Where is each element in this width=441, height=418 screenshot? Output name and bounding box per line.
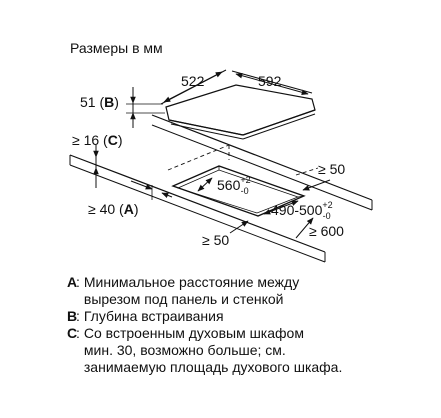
- dim-16-label: ≥ 16 (C): [72, 132, 123, 148]
- dim-560-arrow: [197, 177, 213, 192]
- dim-522-label: 522: [181, 73, 205, 89]
- legend-item-a: A: Минимальное расстояние между вырезом …: [67, 274, 437, 308]
- legend-key-b: B: [67, 308, 78, 324]
- legend-item-b: B: Глубина встраивания: [67, 308, 437, 325]
- dim-51-label: 51 (B): [80, 94, 119, 110]
- dim-bottom-gap-arrow: [229, 220, 249, 234]
- dim-490-label: 490-500+2-0: [271, 200, 333, 221]
- legend-colon: :: [76, 325, 80, 341]
- dim-592-label: 592: [258, 73, 282, 89]
- dim-600-label: ≥ 600: [309, 223, 344, 239]
- legend-colon: :: [76, 308, 80, 324]
- diagram-title: Размеры в мм: [70, 40, 163, 56]
- legend-text-c: Со встроенным духовым шкафом мин. 30, во…: [83, 325, 343, 375]
- dim-40-label: ≥ 40 (A): [88, 201, 139, 217]
- cutout: [171, 165, 306, 217]
- hob-body: [165, 84, 316, 140]
- legend-text-b: Глубина встраивания: [83, 308, 224, 324]
- dim-top-width: [231, 70, 313, 96]
- legend-text-a: Минимальное расстояние между вырезом под…: [83, 274, 300, 307]
- dim-right-gap-label: ≥ 50: [318, 161, 345, 177]
- legend-colon: :: [76, 274, 80, 290]
- legend-key-c: C: [67, 325, 78, 341]
- worktop: [69, 114, 373, 263]
- dim-top-depth: [160, 69, 227, 105]
- dim-right-gap-arrow: [302, 179, 331, 191]
- legend-item-c: C: Со встроенным духовым шкафом мин. 30,…: [67, 325, 437, 376]
- dim-600-arrow: [295, 217, 314, 239]
- dim-490-arrow: [263, 200, 299, 215]
- legend-key-a: A: [67, 274, 78, 290]
- projection-lines: [167, 144, 319, 176]
- dim-thickness: [126, 87, 165, 128]
- legend: A: Минимальное расстояние между вырезом …: [67, 274, 437, 376]
- dim-front-gap: [130, 180, 173, 200]
- dim-bottom-gap-label: ≥ 50: [202, 232, 229, 248]
- dim-560-label: 560+2-0: [217, 175, 251, 196]
